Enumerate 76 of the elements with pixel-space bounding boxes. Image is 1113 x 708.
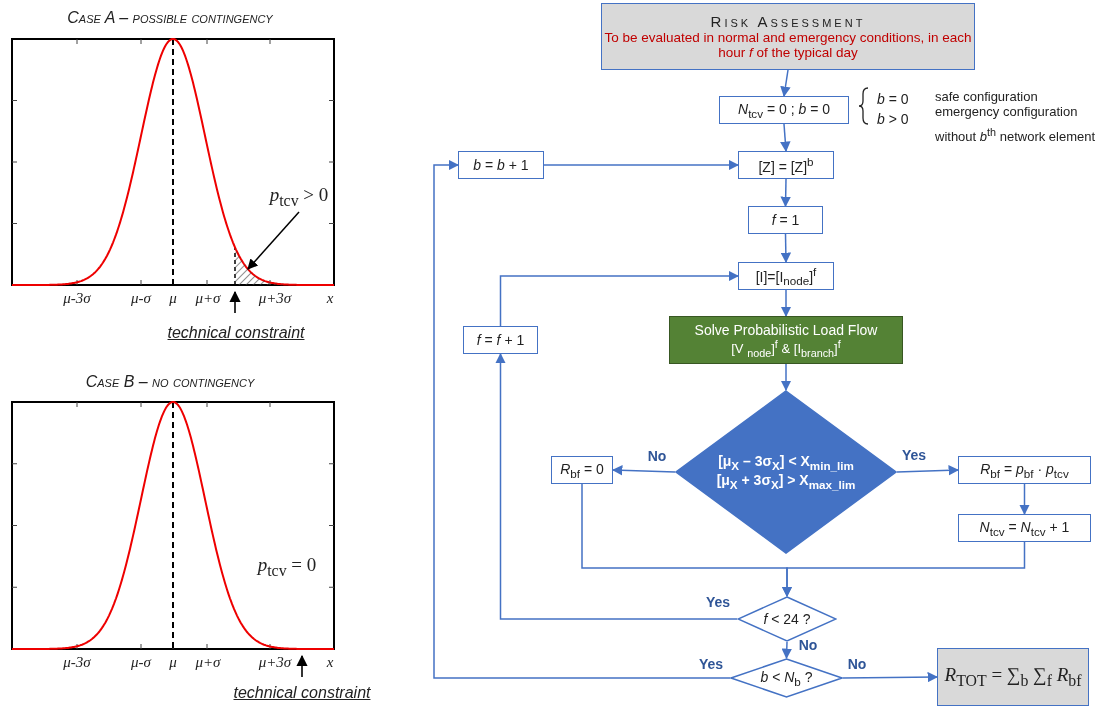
box-text: f = 1: [771, 212, 800, 228]
arrow: [611, 465, 676, 476]
box-text: To be evaluated in normal and emergency conditions, in each hour f of the typical day: [603, 30, 973, 60]
edge-label: Yes: [696, 656, 726, 672]
arrow: [780, 69, 791, 98]
decision-diamond: [675, 390, 897, 554]
annotation-text: p$_{tcv}$ = 0: [257, 554, 317, 580]
axis-label: x: [326, 289, 334, 307]
box-text: f < 24 ?: [763, 611, 811, 627]
arrow: [780, 363, 792, 392]
tick-label: μ-σ: [131, 289, 151, 307]
plot-title: Case B – no contingency: [85, 373, 255, 391]
box-text: b < N$_{b}$ ?: [760, 668, 813, 688]
edge-label: Yes: [703, 594, 733, 610]
box-text: [μ$_{X}$ – 3σ$_{X}$] < X$_{min_lim}$ [μ$_{X}$ + 3σ$_{X}$] > X$_{max_lim}$: [716, 453, 856, 491]
arrow: [780, 178, 791, 208]
decision-diamond: [737, 596, 837, 642]
process-box: [958, 514, 1091, 542]
box-text: N$_{tcv}$ = N$_{tcv}$ + 1: [979, 518, 1070, 538]
box-text: R$_{bf}$ = 0: [560, 460, 604, 480]
arrow: [780, 233, 792, 264]
box-text: [V $_{node}$]$^{f}$ & [I$_{branch}$]$^{f}$: [731, 337, 841, 359]
note-text: safe configuration: [935, 89, 1038, 104]
arrow: [780, 289, 792, 318]
box-text: f = f + 1: [476, 332, 525, 348]
box-title: Risk Assessment: [710, 13, 866, 30]
annotation-text: technical constraint: [233, 684, 371, 702]
tick-label: μ+σ: [195, 653, 221, 671]
tick-label: μ+3σ: [258, 653, 292, 671]
arrow: [247, 211, 300, 270]
arrow: [780, 123, 791, 153]
edge-label: No: [845, 656, 869, 672]
process-box: [738, 262, 834, 290]
tick-label: μ+σ: [195, 289, 221, 307]
box-text: R$_{TOT}$ = ∑$_{b}$ ∑$_{f}$ R$_{bf}$: [944, 664, 1082, 690]
arrow: [781, 541, 1026, 598]
process-box: [748, 206, 823, 234]
arrow: [842, 671, 939, 683]
process-box: [719, 96, 849, 124]
arrow: [896, 465, 960, 476]
arrow: [499, 270, 740, 327]
condition-text: b > 0: [877, 111, 909, 127]
arrow: [495, 352, 738, 620]
tick-label: μ: [169, 289, 177, 307]
box-text: [Z] = [Z]$^{b}$: [758, 155, 814, 175]
tick-label: μ+3σ: [258, 289, 292, 307]
process-box: [458, 151, 544, 179]
edge-label: No: [645, 448, 669, 464]
arrow: [781, 641, 793, 660]
process-box: [738, 151, 834, 179]
tick-label: μ-3σ: [63, 653, 91, 671]
box-text: R$_{bf}$ = p$_{bf}$ · p$_{tcv}$: [980, 460, 1069, 480]
arrow: [543, 159, 740, 171]
box-text: b = b + 1: [473, 157, 529, 173]
plot-title: Case A – possible contingency: [67, 9, 273, 27]
process-box: [958, 456, 1091, 484]
tick-label: μ-3σ: [63, 289, 91, 307]
tick-label: μ: [169, 653, 177, 671]
note-text: emergency configuration without b$^{th}$ network element: [935, 104, 1097, 147]
box-text: Solve Probabilistic Load Flow: [694, 321, 878, 338]
process-box: [669, 316, 903, 364]
process-box: [551, 456, 613, 484]
annotation-text: technical constraint: [167, 324, 305, 342]
edge-label: Yes: [899, 447, 929, 463]
process-box: [937, 648, 1089, 706]
process-box: [601, 3, 975, 70]
process-box: [463, 326, 538, 354]
box-text: [I]=[I$_{node}$]$^{f}$: [755, 264, 817, 288]
decision-diamond: [730, 658, 843, 698]
condition-text: b = 0: [877, 91, 909, 107]
box-text: N$_{tcv}$ = 0 ; b = 0: [738, 100, 830, 120]
arrow: [1019, 483, 1030, 516]
arrow: [433, 159, 731, 679]
axis-label: x: [326, 653, 334, 671]
box-text: p$_{tcv}$ > 0: [269, 184, 329, 210]
tick-label: μ-σ: [131, 653, 151, 671]
